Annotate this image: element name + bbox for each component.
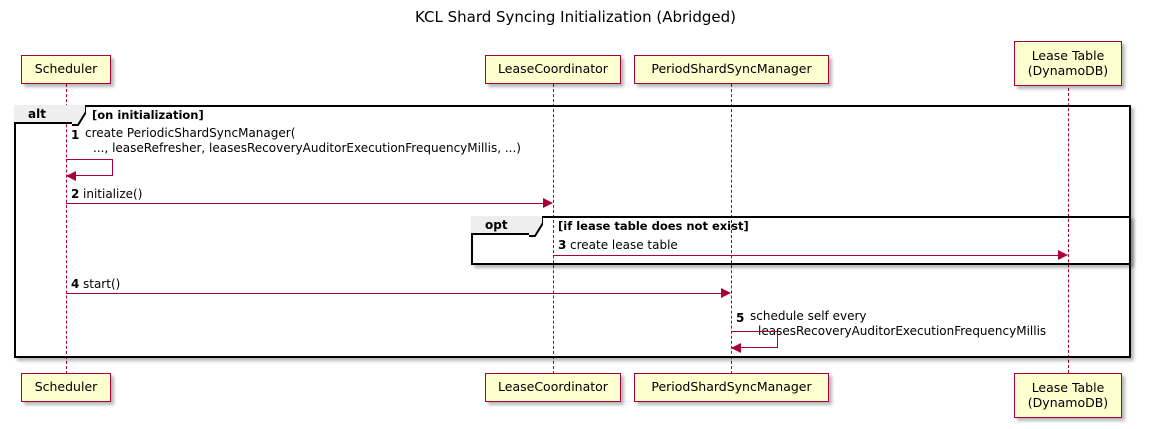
participant-label-line1: Lease Table <box>1031 47 1105 63</box>
message-3-text: create lease table <box>570 238 678 252</box>
message-5-number: 5 <box>736 311 745 325</box>
lifeline-scheduler <box>66 84 67 374</box>
message-5-text-line1: schedule self every <box>750 309 867 323</box>
message-5-label: 5 schedule self every leasesRecoveryAudi… <box>736 309 1046 338</box>
lifeline-period-shard-sync-manager <box>731 84 732 374</box>
message-3-arrowhead <box>1058 250 1068 260</box>
message-1-text-line2: ..., leaseRefresher, leasesRecoveryAudit… <box>93 141 521 155</box>
message-2-line <box>66 203 543 204</box>
message-4-line <box>66 293 721 294</box>
participant-label: LeaseCoordinator <box>498 61 608 77</box>
message-4-number: 4 <box>71 277 80 291</box>
message-2-label: 2 initialize() <box>71 187 142 202</box>
participant-label-line1: Lease Table <box>1031 379 1105 395</box>
message-4-label: 4 start() <box>71 277 120 292</box>
participant-label: PeriodShardSyncManager <box>651 379 812 395</box>
message-2-arrowhead <box>543 198 553 208</box>
participant-lease-coordinator-bottom[interactable]: LeaseCoordinator <box>485 373 621 402</box>
message-5-arrowhead <box>731 343 741 353</box>
participant-label: LeaseCoordinator <box>498 379 608 395</box>
message-1-self-loop <box>66 159 113 176</box>
participant-lease-table-top[interactable]: Lease Table (DynamoDB) <box>1014 41 1122 86</box>
participant-label-line2: (DynamoDB) <box>1027 62 1109 78</box>
message-2-number: 2 <box>71 187 80 201</box>
fragment-alt-condition: [on initialization] <box>92 108 204 122</box>
participant-scheduler-top[interactable]: Scheduler <box>21 55 111 84</box>
participant-label-line2: (DynamoDB) <box>1027 394 1109 410</box>
fragment-alt-label-notch-icon <box>72 105 86 126</box>
lifeline-lease-table <box>1068 88 1069 373</box>
message-1-text-line1: create PeriodicShardSyncManager( <box>85 126 296 140</box>
participant-lease-coordinator-top[interactable]: LeaseCoordinator <box>485 55 621 84</box>
participant-label: Scheduler <box>34 61 98 77</box>
lifeline-lease-coordinator <box>553 84 554 374</box>
fragment-alt-label: alt <box>14 105 72 124</box>
message-4-text: start() <box>83 277 121 291</box>
participant-period-shard-sync-manager-top[interactable]: PeriodShardSyncManager <box>634 55 829 84</box>
fragment-opt-condition: [if lease table does not exist] <box>558 219 749 233</box>
message-2-text: initialize() <box>83 187 143 201</box>
message-1-number: 1 <box>71 128 80 142</box>
fragment-opt-label: opt <box>471 216 529 235</box>
message-3-line <box>553 255 1058 256</box>
message-1-label: 1 create PeriodicShardSyncManager( ..., … <box>71 126 521 155</box>
message-1-arrowhead <box>66 171 76 181</box>
participant-lease-table-bottom[interactable]: Lease Table (DynamoDB) <box>1014 373 1122 418</box>
message-5-self-loop <box>731 331 778 348</box>
message-5-text-line2: leasesRecoveryAuditorExecutionFrequencyM… <box>758 324 1047 338</box>
message-3-label: 3 create lease table <box>558 238 678 253</box>
message-4-arrowhead <box>721 288 731 298</box>
fragment-opt-label-notch-icon <box>529 216 543 237</box>
fragment-opt <box>471 216 1131 265</box>
participant-label: Scheduler <box>34 379 98 395</box>
participant-period-shard-sync-manager-bottom[interactable]: PeriodShardSyncManager <box>634 373 829 402</box>
participant-label: PeriodShardSyncManager <box>651 61 812 77</box>
page-title: KCL Shard Syncing Initialization (Abridg… <box>415 8 736 26</box>
message-3-number: 3 <box>558 238 567 252</box>
participant-scheduler-bottom[interactable]: Scheduler <box>21 373 111 402</box>
